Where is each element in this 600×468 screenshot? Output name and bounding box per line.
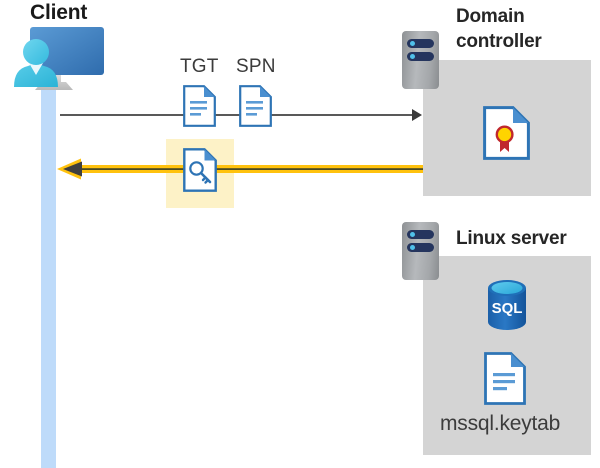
- sql-label: SQL: [492, 300, 523, 317]
- domain-controller-title-line2: controller: [456, 31, 542, 52]
- domain-controller-title: Domain controller: [456, 4, 596, 54]
- keytab-document-icon: [484, 352, 526, 405]
- rack-led-icon: [410, 54, 415, 59]
- domain-controller-server-rack-icon: [402, 31, 439, 89]
- certificate-document-icon: [483, 106, 530, 160]
- rack-led-icon: [410, 245, 415, 250]
- rack-slot: [407, 52, 434, 61]
- ticket-key-document-icon: [183, 148, 217, 192]
- user-workstation-icon: [4, 25, 110, 95]
- rack-led-icon: [410, 232, 415, 237]
- spn-label: SPN: [236, 56, 276, 77]
- domain-controller-title-line1: Domain: [456, 6, 525, 27]
- keytab-filename-label: mssql.keytab: [440, 412, 561, 435]
- sql-database-icon: SQL: [481, 277, 533, 333]
- rack-slot: [407, 39, 434, 48]
- client-lifeline: [41, 58, 56, 468]
- spn-document-icon: [239, 85, 272, 127]
- response-arrow-to-client: [55, 158, 423, 182]
- rack-slot: [407, 230, 434, 239]
- tgt-document-icon: [183, 85, 216, 127]
- client-title: Client: [30, 1, 88, 24]
- request-arrow-to-domain-controller: [60, 109, 422, 121]
- linux-server-title: Linux server: [456, 228, 567, 249]
- rack-slot: [407, 243, 434, 252]
- linux-server-rack-icon: [402, 222, 439, 280]
- rack-led-icon: [410, 41, 415, 46]
- tgt-label: TGT: [180, 56, 219, 77]
